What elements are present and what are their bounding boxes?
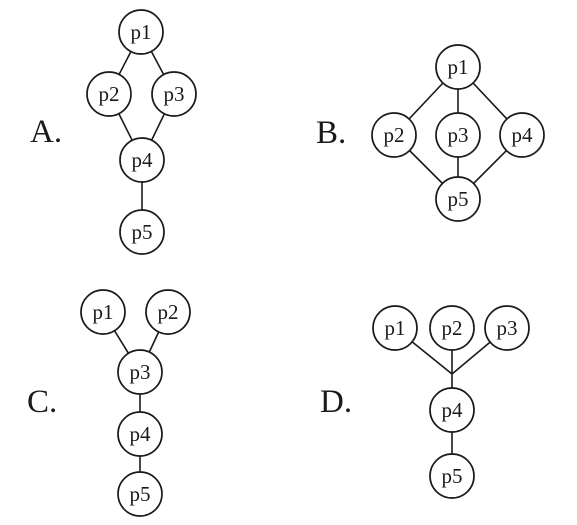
option-c: C. p1 p2 p3 p4 p5 [27, 289, 191, 517]
svg-text:p5: p5 [448, 187, 469, 211]
svg-text:p1: p1 [93, 300, 114, 324]
svg-text:p4: p4 [132, 148, 154, 172]
svg-text:p3: p3 [130, 360, 151, 384]
svg-text:p5: p5 [132, 220, 153, 244]
option-a-node-p5: p5 [119, 209, 165, 255]
option-c-node-p2: p2 [145, 289, 191, 335]
option-a-label: A. [30, 114, 62, 150]
svg-text:p3: p3 [164, 82, 185, 106]
option-b-node-p3: p3 [435, 112, 481, 158]
svg-text:p4: p4 [442, 398, 464, 422]
svg-text:p3: p3 [497, 316, 518, 340]
option-a-node-p1: p1 [118, 9, 164, 55]
option-d-node-p2: p2 [429, 305, 475, 351]
option-b: B. p1 p2 p3 p4 p5 [316, 44, 545, 222]
option-d-node-p1: p1 [372, 305, 418, 351]
svg-text:p2: p2 [99, 82, 120, 106]
option-a-node-p2: p2 [86, 71, 132, 117]
option-a: A. p1 p2 p3 p4 p5 [30, 9, 197, 255]
option-c-node-p5: p5 [117, 471, 163, 517]
svg-text:p2: p2 [384, 123, 405, 147]
svg-text:p4: p4 [512, 123, 534, 147]
option-b-node-p5: p5 [435, 176, 481, 222]
svg-text:p5: p5 [442, 464, 463, 488]
option-c-node-p4: p4 [117, 411, 163, 457]
option-a-node-p3: p3 [151, 71, 197, 117]
svg-text:p5: p5 [130, 482, 151, 506]
option-d-label: D. [320, 384, 352, 420]
option-d-node-p5: p5 [429, 453, 475, 499]
option-d-node-p3: p3 [484, 305, 530, 351]
svg-text:p4: p4 [130, 422, 152, 446]
option-b-node-p1: p1 [435, 44, 481, 90]
svg-text:p3: p3 [448, 123, 469, 147]
option-b-node-p2: p2 [371, 112, 417, 158]
option-c-node-p3: p3 [117, 349, 163, 395]
option-c-node-p1: p1 [80, 289, 126, 335]
option-d-node-p4: p4 [429, 387, 475, 433]
svg-text:p1: p1 [448, 55, 469, 79]
option-d: D. p1 p2 p3 p4 p5 [320, 305, 530, 499]
svg-text:p1: p1 [385, 316, 406, 340]
option-c-label: C. [27, 384, 57, 420]
svg-text:p2: p2 [442, 316, 463, 340]
svg-text:p2: p2 [158, 300, 179, 324]
option-b-label: B. [316, 115, 346, 151]
option-b-node-p4: p4 [499, 112, 545, 158]
option-a-node-p4: p4 [119, 137, 165, 183]
svg-text:p1: p1 [131, 20, 152, 44]
